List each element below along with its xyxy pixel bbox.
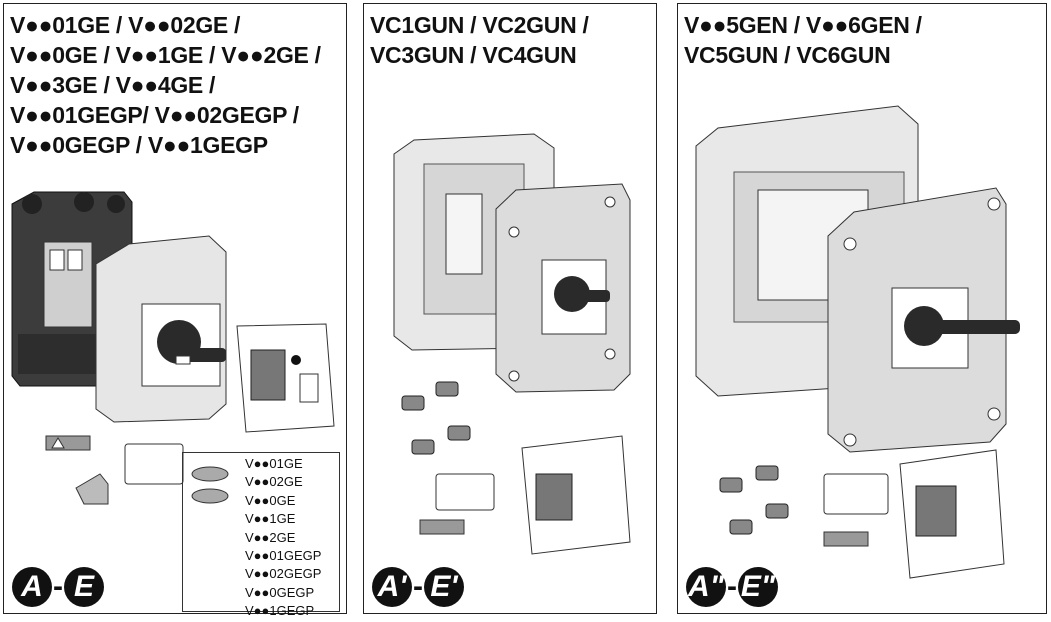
- title-line: V●●0GE / V●●1GE / V●●2GE /: [10, 42, 321, 68]
- title-line: V●●5GEN / V●●6GEN /: [684, 12, 922, 38]
- panel-large-enclosures: V●●5GEN / V●●6GEN / VC5GUN / VC6GUN A" -…: [677, 3, 1047, 614]
- title-line: V●●0GEGP / V●●1GEGP: [10, 132, 268, 158]
- list-item: V●●1GE: [245, 511, 296, 527]
- list-item: V●●02GEGP: [245, 566, 322, 582]
- list-item: V●●02GE: [245, 474, 303, 490]
- enclosure-illustration: [695, 105, 1020, 579]
- badge-dash: -: [727, 570, 737, 603]
- badge-start: A: [12, 567, 52, 607]
- panel-title: V●●5GEN / V●●6GEN / VC5GUN / VC6GUN: [684, 10, 922, 70]
- enclosure-illustration: [11, 191, 335, 505]
- range-badge: A - E: [12, 567, 104, 607]
- title-line: VC1GUN / VC2GUN /: [370, 12, 589, 38]
- title-line: V●●01GE / V●●02GE /: [10, 12, 241, 38]
- title-line: VC5GUN / VC6GUN: [684, 42, 891, 68]
- badge-dash: -: [413, 570, 423, 603]
- badge-start: A": [686, 567, 726, 607]
- list-item: V●●0GEGP: [245, 584, 315, 600]
- list-item: V●●0GE: [245, 492, 296, 508]
- title-line: VC3GUN / VC4GUN: [370, 42, 577, 68]
- range-badge: A' - E': [372, 567, 464, 607]
- reference-list-box: V●●01GE V●●02GE V●●0GE V●●1GE V●●2GE V●●…: [182, 452, 340, 618]
- range-badge: A" - E": [686, 567, 778, 607]
- badge-end: E": [738, 567, 778, 607]
- badge-end: E: [64, 567, 104, 607]
- title-line: V●●01GEGP/ V●●02GEGP /: [10, 102, 299, 128]
- title-line: V●●3GE / V●●4GE /: [10, 72, 216, 98]
- list-item: V●●2GE: [245, 529, 296, 545]
- list-item: V●●01GE: [245, 456, 303, 471]
- panel-small-enclosures: V●●01GE / V●●02GE / V●●0GE / V●●1GE / V●…: [3, 3, 347, 618]
- list-item: V●●1GEGP: [245, 603, 315, 619]
- badge-end: E': [424, 567, 464, 607]
- badge-dash: -: [53, 570, 63, 603]
- enclosure-illustration: [393, 133, 631, 555]
- list-item: V●●01GEGP: [245, 548, 322, 564]
- reference-list: V●●01GE V●●02GE V●●0GE V●●1GE V●●2GE V●●…: [245, 455, 321, 621]
- panel-title: VC1GUN / VC2GUN / VC3GUN / VC4GUN: [370, 10, 589, 70]
- panel-title: V●●01GE / V●●02GE / V●●0GE / V●●1GE / V●…: [10, 10, 321, 160]
- badge-start: A': [372, 567, 412, 607]
- panel-medium-enclosures: VC1GUN / VC2GUN / VC3GUN / VC4GUN A' - E…: [363, 3, 657, 614]
